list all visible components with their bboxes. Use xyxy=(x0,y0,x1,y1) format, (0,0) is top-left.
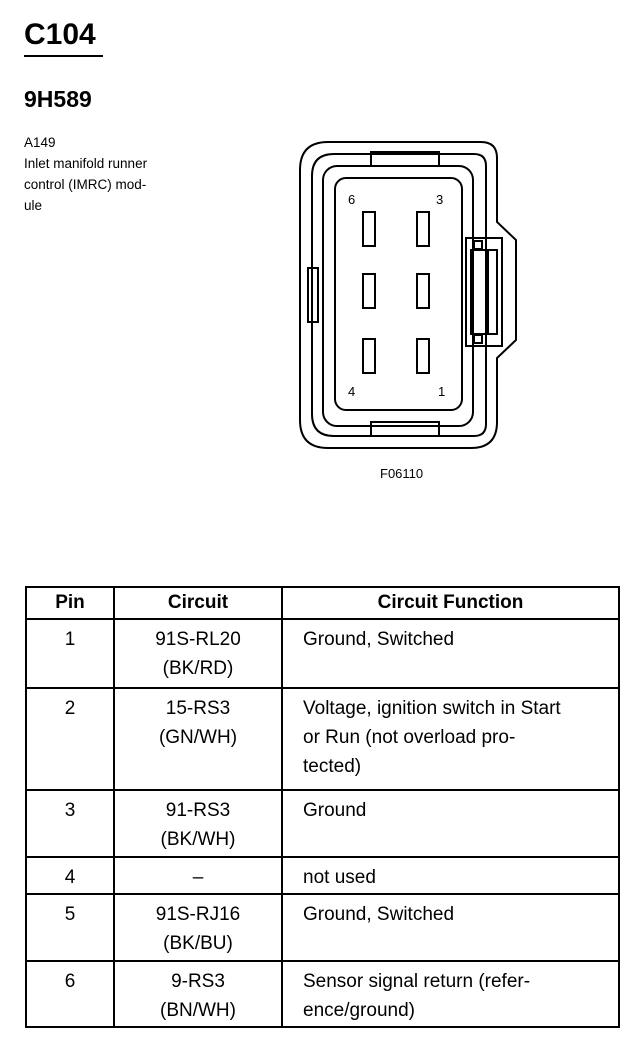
pin-cell: 1 xyxy=(25,618,115,689)
connector-face-diagram: 6 3 4 1 xyxy=(299,141,517,449)
function-cell: Ground, Switched xyxy=(281,893,620,962)
function-line: or Run (not overload pro- xyxy=(303,727,516,748)
circuit-cell: 9-RS3 (BN/WH) xyxy=(113,960,283,1028)
circuit-cell: 91-RS3 (BK/WH) xyxy=(113,789,283,858)
terminal-pin-1 xyxy=(416,338,430,374)
pin-cavity-frame xyxy=(322,165,474,427)
circuit-cell: 91S-RL20 (BK/RD) xyxy=(113,618,283,689)
figure-number: F06110 xyxy=(380,466,424,481)
circuit-line: (BK/RD) xyxy=(162,658,234,679)
function-line: ence/ground) xyxy=(303,1000,415,1021)
description-line: A149 xyxy=(24,135,56,150)
connector-inner-wall xyxy=(311,153,487,437)
circuit-cell: 91S-RJ16 (BK/BU) xyxy=(113,893,283,962)
bottom-key xyxy=(370,421,440,437)
pinout-table: Pin Circuit Circuit Function 1 91S-RL20 … xyxy=(25,586,620,1028)
function-line: Ground xyxy=(303,800,367,821)
table-row: 5 91S-RJ16 (BK/BU) Ground, Switched xyxy=(25,893,620,962)
pin-label-3: 3 xyxy=(436,192,443,207)
function-line: not used xyxy=(303,867,376,888)
terminal-pin-5 xyxy=(362,273,376,309)
circuit-line: (GN/WH) xyxy=(158,727,238,748)
pin-cell: 6 xyxy=(25,960,115,1028)
circuit-line: 91S-RL20 xyxy=(155,629,241,650)
pin-cell: 3 xyxy=(25,789,115,858)
component-description: A149 Inlet manifold runner control (IMRC… xyxy=(24,132,199,216)
table-row: 3 91-RS3 (BK/WH) Ground xyxy=(25,789,620,858)
connector-title: C104 xyxy=(24,18,96,51)
pin-cell: 2 xyxy=(25,687,115,791)
function-line: Ground, Switched xyxy=(303,904,455,925)
circuit-line: (BK/BU) xyxy=(163,933,233,954)
pin-cell: 5 xyxy=(25,893,115,962)
circuit-cell: – xyxy=(113,856,283,895)
part-number: 9H589 xyxy=(24,86,92,112)
function-cell: Voltage, ignition switch in Start or Run… xyxy=(281,687,620,791)
terminal-pin-4 xyxy=(362,338,376,374)
header-pin: Pin xyxy=(25,586,115,620)
table-header-row: Pin Circuit Circuit Function xyxy=(25,586,620,620)
terminal-pin-3 xyxy=(416,211,430,247)
pin-label-1: 1 xyxy=(438,384,445,399)
circuit-line: 91S-RJ16 xyxy=(155,904,241,925)
pin-label-4: 4 xyxy=(348,384,355,399)
function-line: tected) xyxy=(303,756,362,777)
circuit-cell: 15-RS3 (GN/WH) xyxy=(113,687,283,791)
function-line: Ground, Switched xyxy=(303,629,455,650)
terminal-pin-2 xyxy=(416,273,430,309)
terminal-pin-6 xyxy=(362,211,376,247)
function-cell: not used xyxy=(281,856,620,895)
table-row: 2 15-RS3 (GN/WH) Voltage, ignition switc… xyxy=(25,687,620,791)
title-underline xyxy=(24,55,103,57)
circuit-line: (BN/WH) xyxy=(160,1000,236,1021)
pin-cell: 4 xyxy=(25,856,115,895)
pin-label-6: 6 xyxy=(348,192,355,207)
table-row: 1 91S-RL20 (BK/RD) Ground, Switched xyxy=(25,618,620,689)
circuit-line: 9-RS3 xyxy=(171,971,225,992)
lock-tab-outer xyxy=(465,237,503,347)
header-circuit: Circuit xyxy=(113,586,283,620)
function-line: Sensor signal return (refer- xyxy=(303,971,531,992)
description-line: Inlet manifold runner xyxy=(24,156,148,171)
circuit-line: – xyxy=(192,867,204,888)
function-line: Voltage, ignition switch in Start xyxy=(303,698,561,719)
lock-tab-inner xyxy=(470,249,498,335)
header-circuit-function: Circuit Function xyxy=(281,586,620,620)
circuit-line: 15-RS3 xyxy=(165,698,231,719)
circuit-line: 91-RS3 xyxy=(165,800,231,821)
description-line: ule xyxy=(24,198,43,213)
function-cell: Sensor signal return (refer- ence/ground… xyxy=(281,960,620,1028)
table-row: 6 9-RS3 (BN/WH) Sensor signal return (re… xyxy=(25,960,620,1028)
function-cell: Ground xyxy=(281,789,620,858)
left-latch xyxy=(307,267,319,323)
function-cell: Ground, Switched xyxy=(281,618,620,689)
top-key xyxy=(370,151,440,167)
connector-housing xyxy=(299,141,517,449)
description-line: control (IMRC) mod- xyxy=(24,177,147,192)
pin-field-frame xyxy=(334,177,463,411)
table-row: 4 – not used xyxy=(25,856,620,895)
circuit-line: (BK/WH) xyxy=(160,829,236,850)
